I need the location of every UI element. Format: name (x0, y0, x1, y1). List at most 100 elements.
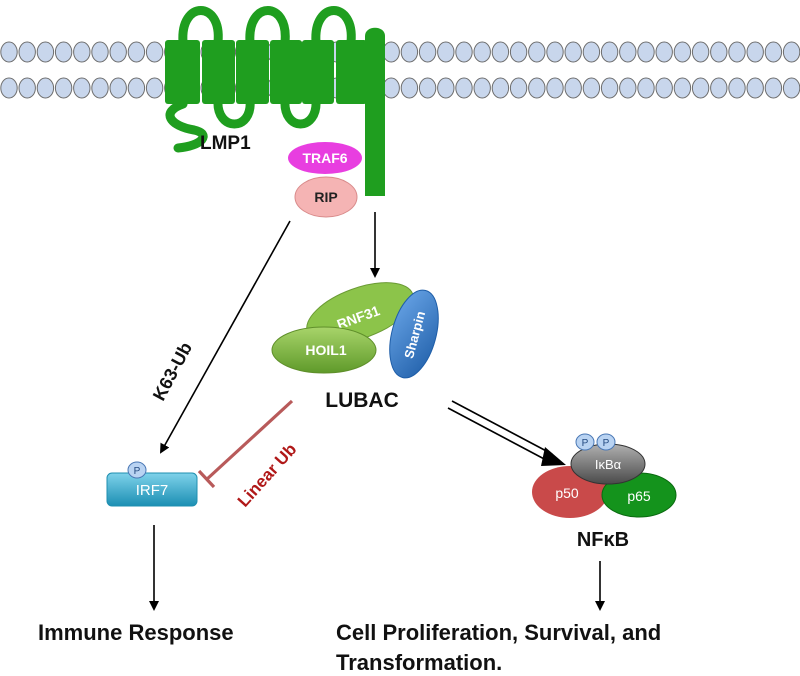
p50-label: p50 (555, 485, 579, 501)
ikba-node: IκBα (570, 443, 646, 485)
lipid-head-outer-41 (746, 41, 764, 63)
lipid-head-inner-23 (418, 77, 437, 99)
lipid-head-outer-25 (455, 41, 473, 63)
lipid-head-inner-40 (728, 77, 746, 99)
irf7-node: IRF7 P (106, 461, 198, 507)
ikba-phospho-label-2: P (603, 438, 610, 449)
lmp1-protein (165, 6, 385, 196)
lipid-head-inner-24 (437, 77, 455, 99)
lipid-head-inner-35 (637, 77, 655, 99)
lubac-to-nfkb-arrow (447, 400, 566, 466)
lipid-head-inner-29 (528, 77, 546, 99)
lipid-head-inner-22 (400, 77, 419, 99)
rip-to-irf7-arrow (160, 220, 291, 454)
ikba-label: IκBα (595, 457, 622, 472)
cell-fate-label-line1: Cell Proliferation, Survival, and (336, 620, 661, 645)
lipid-head-inner-34 (619, 77, 637, 99)
lipid-head-outer-5 (91, 41, 109, 63)
p65-label: p65 (627, 488, 651, 504)
lipid-head-inner-21 (382, 77, 400, 99)
lipid-head-inner-36 (655, 77, 673, 99)
lipid-head-outer-40 (728, 41, 746, 63)
lipid-head-outer-28 (509, 41, 528, 63)
lipid-head-inner-27 (491, 77, 510, 99)
lipid-head-outer-23 (418, 41, 437, 63)
lipid-head-outer-4 (73, 41, 91, 63)
lipid-head-outer-21 (382, 41, 400, 63)
lipid-head-inner-42 (764, 77, 783, 99)
lipid-head-outer-6 (109, 41, 127, 63)
lipid-head-outer-30 (546, 41, 564, 63)
lipid-head-inner-0 (0, 77, 18, 99)
lipid-head-outer-27 (491, 41, 510, 63)
lipid-head-inner-8 (145, 77, 164, 99)
lipid-head-inner-33 (600, 77, 619, 99)
ikba-phospho-badge-1: P (575, 433, 595, 451)
lipid-head-outer-43 (782, 41, 800, 63)
cell-membrane (0, 41, 800, 99)
lipid-head-inner-43 (782, 77, 800, 99)
nfkb-label: NFκB (577, 529, 629, 551)
lipid-head-inner-4 (73, 77, 91, 99)
p65-node: p65 (601, 472, 677, 518)
ikba-phospho-label-1: P (582, 438, 589, 449)
rip-label: RIP (314, 189, 337, 205)
lipid-head-inner-6 (109, 77, 127, 99)
lipid-head-outer-26 (473, 41, 491, 63)
lipid-head-inner-39 (710, 77, 728, 99)
linear-ub-inhibition (197, 399, 294, 489)
lipid-head-outer-1 (18, 41, 36, 63)
lipid-head-outer-8 (145, 41, 164, 63)
lipid-head-outer-3 (54, 41, 73, 63)
lipid-head-outer-2 (36, 41, 55, 63)
traf6-node: TRAF6 (288, 142, 362, 174)
lubac-label: LUBAC (325, 389, 399, 412)
immune-response-label: Immune Response (38, 620, 234, 645)
sharpin-node: Sharpin (389, 289, 439, 379)
lipid-head-outer-39 (710, 41, 728, 63)
lipid-head-outer-37 (673, 41, 692, 63)
lipid-head-outer-32 (582, 41, 601, 63)
lipid-head-outer-22 (400, 41, 419, 63)
lipid-head-outer-29 (528, 41, 546, 63)
k63-ub-label: K63-Ub (149, 339, 196, 404)
irf7-phospho-label: P (134, 466, 141, 477)
rip-node: RIP (294, 176, 358, 218)
lipid-head-inner-41 (746, 77, 764, 99)
lipid-head-outer-24 (437, 41, 455, 63)
hoil1-node: HOIL1 (271, 326, 377, 374)
lubac-complex: RNF31 HOIL1 Sharpin (271, 282, 439, 379)
lipid-head-outer-42 (764, 41, 783, 63)
lipid-head-inner-25 (455, 77, 473, 99)
lipid-head-outer-31 (564, 41, 582, 63)
lipid-head-inner-5 (91, 77, 109, 99)
lipid-head-inner-7 (127, 77, 146, 99)
lipid-head-outer-33 (600, 41, 619, 63)
lipid-head-inner-31 (564, 77, 582, 99)
cell-fate-label-line2: Transformation. (336, 650, 502, 675)
lipid-head-inner-30 (546, 77, 564, 99)
lipid-head-inner-1 (18, 77, 36, 99)
irf7-phospho-badge: P (127, 461, 147, 479)
lipid-head-inner-26 (473, 77, 491, 99)
lipid-head-inner-28 (509, 77, 528, 99)
lmp1-label: LMP1 (200, 133, 251, 154)
lipid-head-outer-38 (691, 41, 710, 63)
nfkb-complex: p50 p65 IκBα P P (532, 433, 677, 518)
lipid-head-inner-32 (582, 77, 601, 99)
lipid-head-outer-0 (0, 41, 18, 63)
lipid-head-inner-37 (673, 77, 692, 99)
lipid-head-inner-3 (54, 77, 73, 99)
traf6-label: TRAF6 (302, 150, 347, 166)
lipid-head-outer-36 (655, 41, 673, 63)
hoil1-label: HOIL1 (305, 342, 346, 358)
irf7-label: IRF7 (136, 482, 169, 499)
lipid-head-inner-2 (36, 77, 55, 99)
lipid-head-inner-38 (691, 77, 710, 99)
linear-ub-label: Linear Ub (234, 440, 301, 511)
lipid-head-outer-34 (619, 41, 637, 63)
lipid-head-outer-7 (127, 41, 146, 63)
ikba-phospho-badge-2: P (596, 433, 616, 451)
lipid-head-outer-35 (637, 41, 655, 63)
